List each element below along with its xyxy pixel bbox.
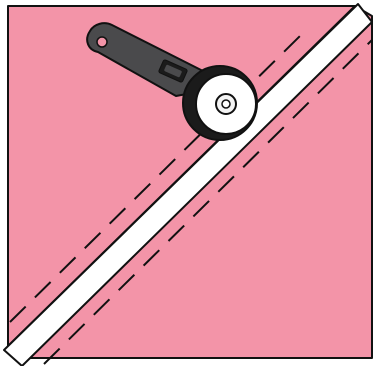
hub-screw: [222, 100, 230, 108]
handle-hole: [97, 37, 107, 47]
